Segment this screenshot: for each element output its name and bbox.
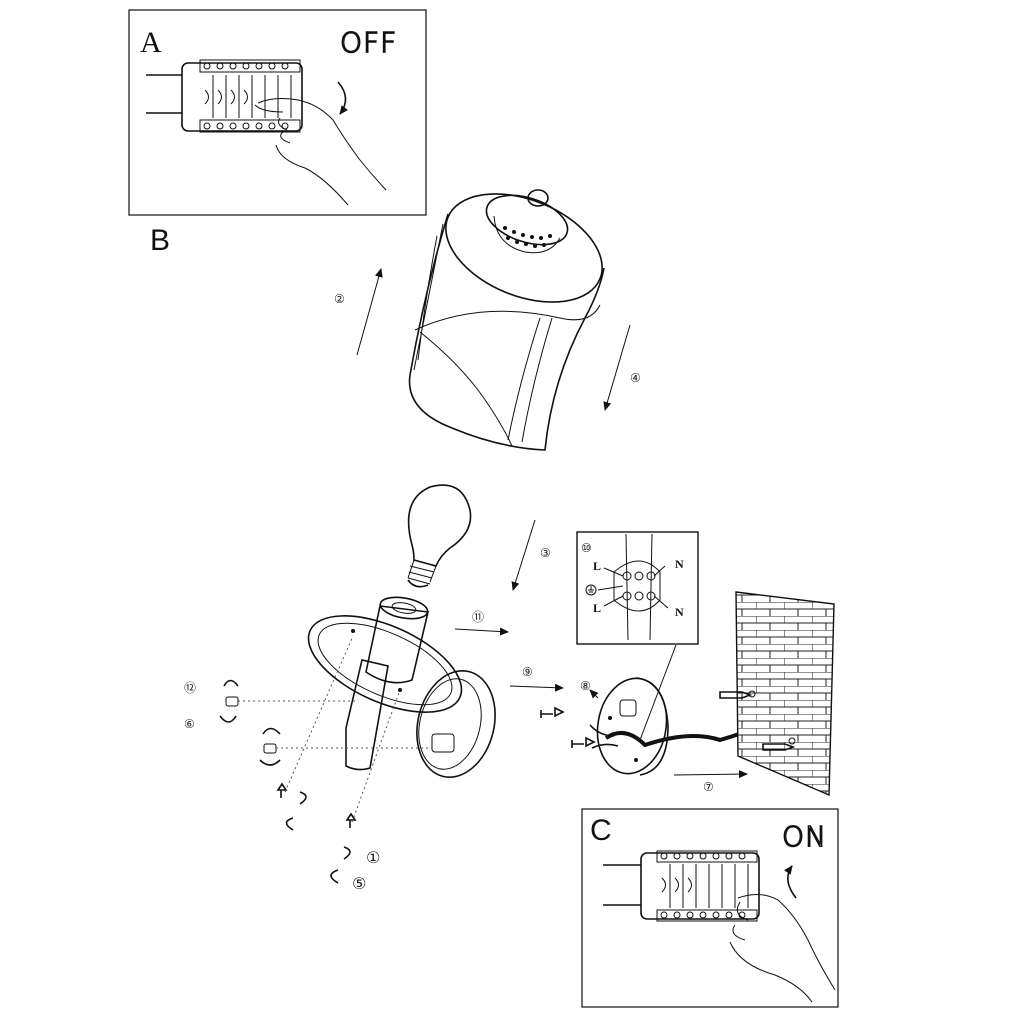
panel-c-frame bbox=[581, 808, 839, 1008]
arrow-step-3 bbox=[511, 519, 536, 591]
panel-a: A OFF bbox=[128, 9, 427, 216]
arrow-step-9 bbox=[509, 683, 564, 692]
lamp-shade-icon bbox=[408, 189, 605, 451]
screw-icon bbox=[225, 696, 357, 828]
step-2-label: ② bbox=[334, 292, 345, 306]
breaker-panel-icon bbox=[603, 850, 760, 922]
arrow-step-4 bbox=[603, 324, 631, 411]
step-10-label: ⑩ bbox=[581, 541, 592, 555]
lamp-base-icon bbox=[307, 596, 496, 778]
panel-c-state: ON bbox=[782, 820, 827, 853]
rotate-arrow-icon bbox=[784, 865, 797, 899]
panel-c: C ON bbox=[581, 808, 839, 1008]
earth-symbol-icon bbox=[585, 584, 597, 596]
step-3-label: ③ bbox=[540, 546, 551, 560]
rotate-arrow-icon bbox=[219, 679, 351, 884]
step-9-label: ⑨ bbox=[522, 665, 533, 679]
step-7-label: ⑦ bbox=[703, 780, 714, 794]
step-6-label: ⑥ bbox=[184, 717, 195, 731]
hand-icon bbox=[254, 98, 387, 206]
step-11-label: ⑪ bbox=[472, 610, 484, 624]
panel-c-letter: C bbox=[590, 814, 612, 847]
arrow-step-7 bbox=[673, 770, 748, 779]
mounting-plate bbox=[596, 677, 669, 776]
arrow-step-11 bbox=[454, 627, 509, 636]
wall-plug-icon bbox=[540, 706, 596, 748]
arrow-step-2 bbox=[356, 268, 383, 356]
terminal-live-top: L bbox=[593, 559, 601, 573]
arrow-step-8 bbox=[589, 689, 599, 699]
light-bulb-icon bbox=[407, 484, 472, 588]
terminal-block-inset: ⑩ L N L N bbox=[576, 531, 699, 645]
step-5-label: ⑤ bbox=[352, 874, 366, 893]
step-8-label: ⑧ bbox=[580, 679, 591, 693]
step-1-label: ① bbox=[366, 848, 380, 867]
step-12-label: ⑫ bbox=[184, 681, 196, 695]
breaker-panel-icon bbox=[146, 59, 303, 133]
panel-a-state: OFF bbox=[340, 26, 397, 59]
inset-pointer-line bbox=[639, 644, 677, 741]
panel-b-letter: B bbox=[150, 224, 170, 257]
step-4-label: ④ bbox=[630, 371, 641, 385]
panel-a-letter: A bbox=[140, 26, 162, 59]
terminal-live-bottom: L bbox=[593, 601, 601, 615]
brick-wall-icon bbox=[719, 591, 835, 797]
terminal-neutral-top: N bbox=[675, 557, 684, 571]
hand-icon bbox=[729, 894, 836, 1003]
terminal-neutral-bottom: N bbox=[675, 605, 684, 619]
rotate-arrow-icon bbox=[337, 81, 348, 115]
